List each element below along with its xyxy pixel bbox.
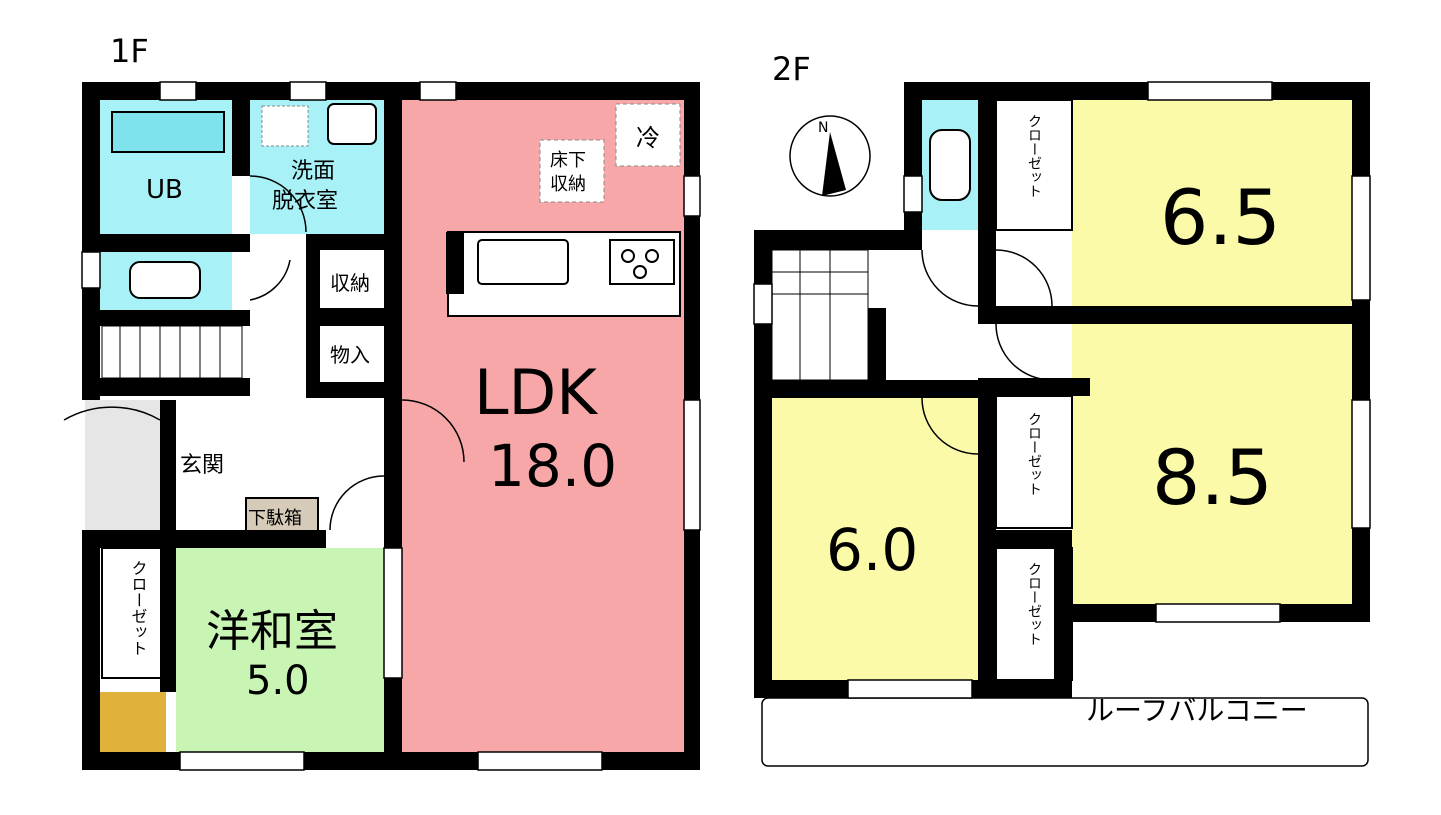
burner	[645, 249, 659, 263]
label-entrance: 玄関	[180, 453, 224, 478]
burner	[621, 249, 635, 263]
label-washroom-1: 洗面	[291, 159, 335, 184]
compass-north: N	[818, 120, 828, 136]
label-storeroom: 物入	[330, 343, 370, 367]
closet-2f-b	[995, 395, 1073, 529]
bathtub	[111, 111, 225, 153]
shoe-box	[245, 497, 319, 535]
label-closet-2f-a: クローゼット	[1026, 114, 1042, 198]
label-ldk-size: 18.0	[488, 432, 617, 500]
underfloor-storage	[539, 139, 605, 203]
label-closet-1f: クローゼット	[129, 560, 148, 656]
label-fridge: 冷	[636, 124, 660, 152]
kitchen-wall	[446, 232, 464, 294]
floor-label-2f: 2F	[772, 50, 811, 88]
label-japanese-room: 洋和室	[206, 606, 338, 657]
japanese-room-area	[176, 548, 384, 752]
doors-2f	[921, 249, 1053, 455]
stairs-2f	[771, 249, 869, 381]
washing-machine	[261, 105, 309, 147]
toilet-fixture-2f	[929, 129, 971, 201]
stair-accent	[100, 692, 166, 752]
burner	[633, 265, 647, 279]
label-closet-2f-c: クローゼット	[1026, 562, 1042, 646]
label-balcony: ルーフバルコニー	[1086, 694, 1308, 727]
label-room-8-5: 8.5	[1152, 433, 1273, 522]
room-6-0-area	[772, 398, 978, 680]
room-8-5-area	[1072, 324, 1352, 604]
room-6-5-area	[1072, 100, 1352, 306]
ldk-area	[402, 100, 684, 752]
label-ub: UB	[146, 175, 183, 205]
label-storage: 収納	[330, 271, 370, 295]
label-ldk: LDK	[474, 356, 598, 429]
wash-basin	[327, 103, 377, 145]
label-shoe-box: 下駄箱	[248, 508, 302, 529]
storeroom-1f	[320, 326, 384, 382]
compass-icon: N	[789, 115, 871, 197]
stairs-1f	[101, 325, 243, 379]
label-closet-2f-b: クローゼット	[1026, 412, 1042, 496]
toilet-fixture-1f	[129, 261, 201, 299]
kitchen-sink	[477, 239, 569, 285]
label-washroom-2: 脱衣室	[272, 189, 338, 214]
windows-1f	[81, 81, 701, 771]
entrance-tile	[85, 400, 165, 530]
label-room-6-5: 6.5	[1160, 173, 1281, 262]
label-japanese-room-size: 5.0	[246, 658, 310, 704]
fridge-space	[615, 103, 681, 167]
label-underfloor-2: 収納	[550, 174, 586, 195]
label-underfloor-1: 床下	[550, 150, 586, 171]
windows-2f	[753, 81, 1371, 699]
storage-1f	[320, 250, 384, 308]
floor-label-1f: 1F	[110, 32, 149, 70]
label-room-6-0: 6.0	[826, 516, 918, 584]
doors-1f	[63, 175, 465, 531]
